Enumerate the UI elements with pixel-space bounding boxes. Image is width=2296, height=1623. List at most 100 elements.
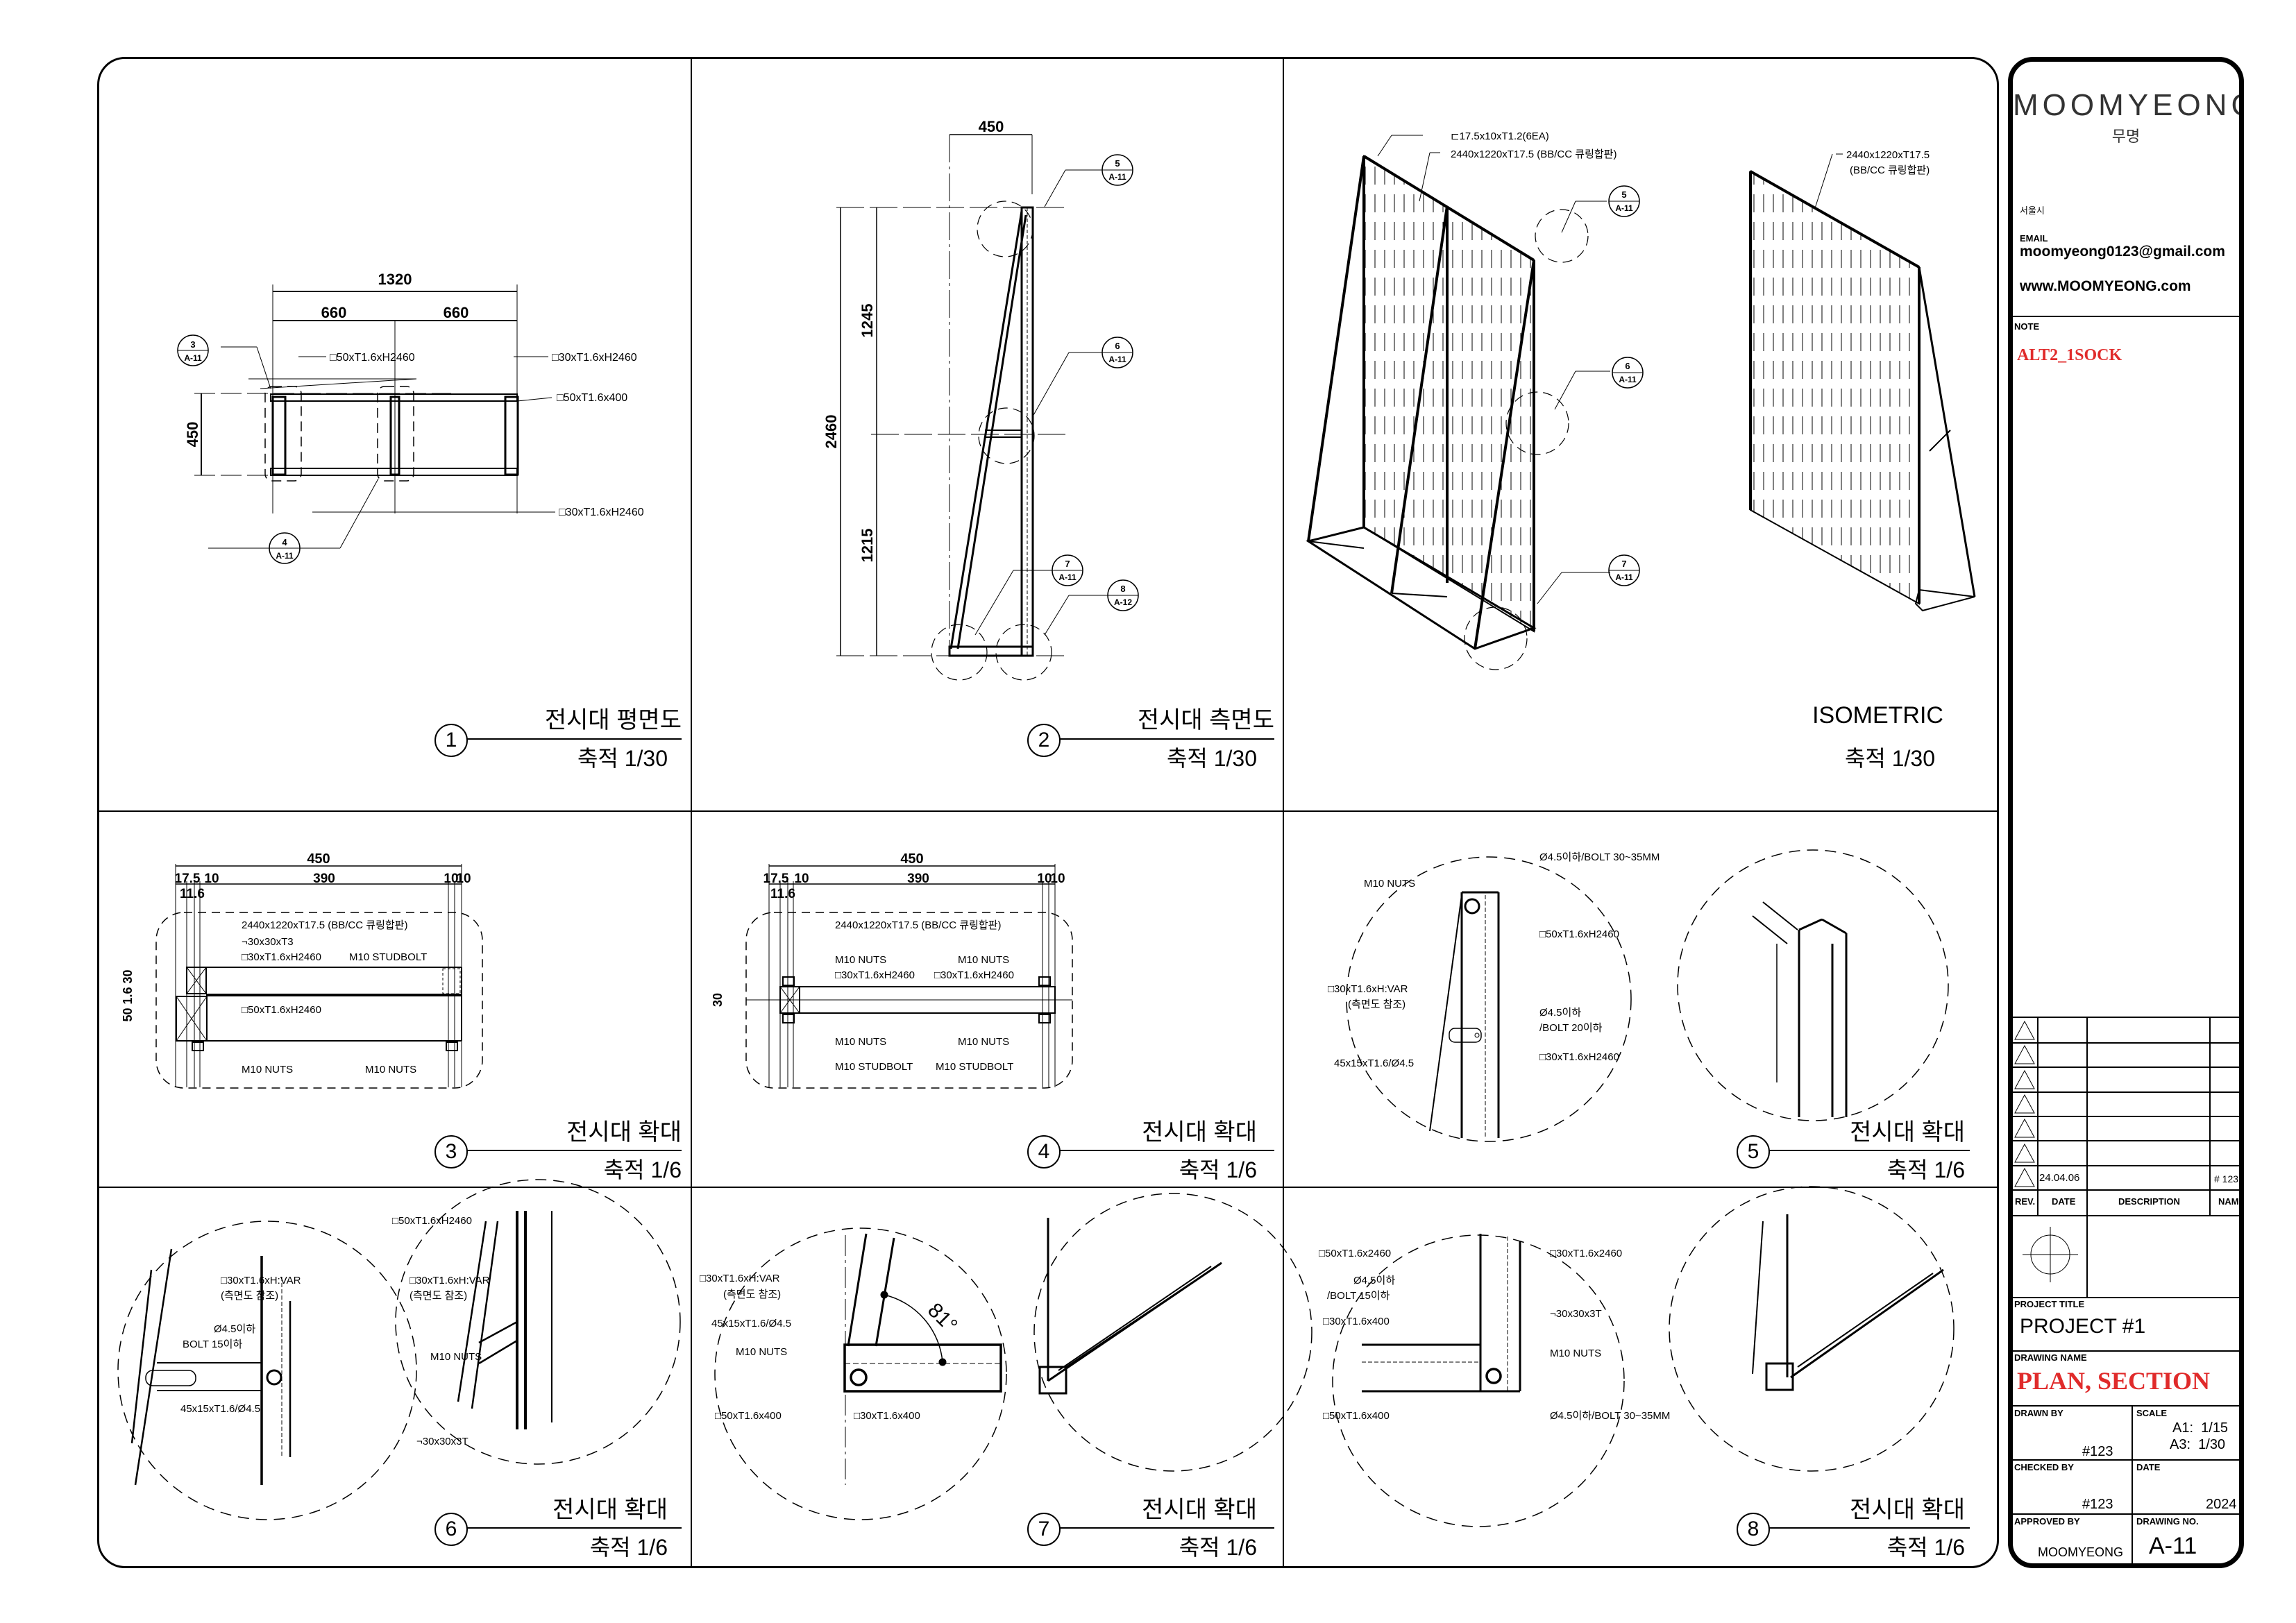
divider <box>2013 1165 2239 1166</box>
d4-dim: 17.5 <box>763 872 789 886</box>
d8-label: Ø4.5이하 <box>1353 1275 1395 1286</box>
d6-label: □30xT1.6xH:VAR <box>410 1275 490 1286</box>
d3-dim: 10 <box>204 872 219 886</box>
detail-7-drawing <box>714 1193 1312 1520</box>
d6-label: (측면도 참조) <box>410 1290 467 1302</box>
plan-ref3-num: 3 <box>190 339 195 350</box>
d6-label: □50xT1.6xH2460 <box>392 1215 472 1227</box>
revision-triangle-icon <box>2014 1167 2035 1187</box>
d3-label: ¬30x30xT3 <box>242 936 294 948</box>
plan-label-a: □50xT1.6xH2460 <box>330 352 415 364</box>
revision-triangle-icon <box>2014 1044 2035 1064</box>
revision-triangle-icon <box>2014 1020 2035 1040</box>
side-ref-num: 5 <box>1115 158 1120 169</box>
revision-triangles <box>2014 1020 2035 1187</box>
address: 서울시 <box>2020 205 2045 216</box>
d4-dim-side: 30 <box>711 993 725 1007</box>
drawing-title: 전시대 평면도 <box>544 707 682 733</box>
title-underline <box>1059 1527 1274 1529</box>
divider <box>2013 1513 2239 1515</box>
d4-dim: 390 <box>907 872 929 886</box>
d4-label: M10 NUTS <box>835 954 886 966</box>
email-value[interactable]: moomyeong0123@gmail.com <box>2020 244 2225 260</box>
d3-dim: 10 <box>444 872 458 886</box>
d8-label: /BOLT 15이하 <box>1327 1290 1390 1302</box>
d3-dim: 11.6 <box>180 887 205 901</box>
date-header: DATE <box>2052 1196 2076 1207</box>
detail-5-drawing <box>1346 849 1949 1142</box>
isometric-view <box>1306 135 1976 670</box>
drawing-scale: 축적 1/30 <box>1844 746 1935 771</box>
iso-ref-num: 6 <box>1625 361 1630 371</box>
drawn-by-label: DRAWN BY <box>2014 1408 2063 1418</box>
divider <box>2013 1350 2239 1352</box>
date-label: DATE <box>2136 1462 2161 1472</box>
d6-label: 45x15xT1.6/Ø4.5 <box>180 1403 260 1415</box>
iso-label-panel: 2440x1220xT17.5 (BB/CC 큐링합판) <box>1451 148 1617 160</box>
d3-dim: 10 <box>456 872 471 886</box>
drawing-no-label: DRAWING NO. <box>2136 1516 2199 1527</box>
drawing-number: 8 <box>1737 1513 1770 1546</box>
rev-header: REV. <box>2015 1196 2036 1207</box>
side-view <box>836 134 1139 681</box>
iso-ref-sheet: A-11 <box>1615 203 1633 213</box>
drawing-number: 2 <box>1027 724 1061 757</box>
detail-6-drawing <box>117 1179 681 1520</box>
d4-label: M10 NUTS <box>958 1036 1009 1048</box>
iso-ref-num: 5 <box>1621 189 1626 200</box>
d3-label: M10 STUDBOLT <box>349 951 427 963</box>
side-ref-num: 8 <box>1120 584 1125 594</box>
divider <box>2013 1042 2239 1044</box>
drawing-title: 전시대 확대 <box>1142 1119 1257 1146</box>
north-crosshair-icon <box>2023 1227 2078 1282</box>
project-title-label: PROJECT TITLE <box>2014 1299 2085 1309</box>
d5-label: □30xT1.6xH:VAR <box>1328 983 1408 995</box>
drawing-name-label: DRAWING NAME <box>2014 1352 2087 1363</box>
d8-label: M10 NUTS <box>1550 1348 1601 1359</box>
date-value: 2024 <box>2206 1497 2237 1512</box>
plan-label-d: □30xT1.6xH2460 <box>559 507 644 518</box>
drawing-title: 전시대 확대 <box>552 1497 668 1523</box>
drawing-title: 전시대 확대 <box>1850 1119 1965 1146</box>
checked-by: #123 <box>2082 1497 2113 1512</box>
d4-dim: 11.6 <box>770 887 795 901</box>
d8-label: □50xT1.6x2460 <box>1319 1248 1391 1259</box>
d4-label: □30xT1.6xH2460 <box>934 969 1014 981</box>
plan-ref4-num: 4 <box>282 537 287 547</box>
d6-label: (측면도 참조) <box>221 1290 278 1302</box>
drawing-scale: 축적 1/6 <box>1179 1535 1257 1560</box>
drawing-name: PLAN, SECTION <box>2017 1367 2211 1395</box>
plan-dim-total: 1320 <box>378 271 412 288</box>
detail-3-drawing <box>155 864 483 1089</box>
drawn-by: #123 <box>2082 1444 2113 1459</box>
d7-label: (측면도 참조) <box>723 1289 781 1300</box>
d7-label: M10 NUTS <box>736 1346 787 1358</box>
divider <box>2013 1091 2239 1093</box>
revision-triangle-icon <box>2014 1069 2035 1089</box>
iso-ref-num: 7 <box>1621 559 1626 569</box>
plan-dim-depth: 450 <box>184 422 201 448</box>
email-label: EMAIL <box>2020 233 2048 244</box>
scale-a1: A1: 1/15 <box>2172 1420 2229 1436</box>
website-link[interactable]: www.MOOMYEONG.com <box>2020 278 2191 294</box>
d7-label: □30xT1.6x400 <box>854 1410 920 1422</box>
d3-dim: 17.5 <box>175 872 201 886</box>
drawing-scale: 축적 1/6 <box>1886 1535 1965 1560</box>
revision-triangle-icon <box>2014 1143 2035 1163</box>
side-ref-sheet: A-12 <box>1114 597 1132 607</box>
divider <box>2013 1297 2239 1298</box>
grid-divider <box>99 1187 1998 1188</box>
note-label: NOTE <box>2014 321 2040 332</box>
title-underline <box>1059 738 1274 740</box>
divider <box>2013 1017 2239 1018</box>
divider <box>2013 1067 2239 1068</box>
detail-8-drawing <box>1332 1186 1955 1527</box>
d6-label: BOLT 15이하 <box>183 1339 242 1350</box>
drawing-title: 전시대 확대 <box>1142 1497 1257 1523</box>
side-dim-total: 2460 <box>822 415 840 449</box>
d5-label: 45x15xT1.6/Ø4.5 <box>1334 1057 1414 1069</box>
drawing-number: 4 <box>1027 1135 1061 1169</box>
d8-label: □30xT1.6x2460 <box>1550 1248 1622 1259</box>
grid-divider <box>691 58 692 1567</box>
drawing-scale: 축적 1/6 <box>603 1157 682 1182</box>
